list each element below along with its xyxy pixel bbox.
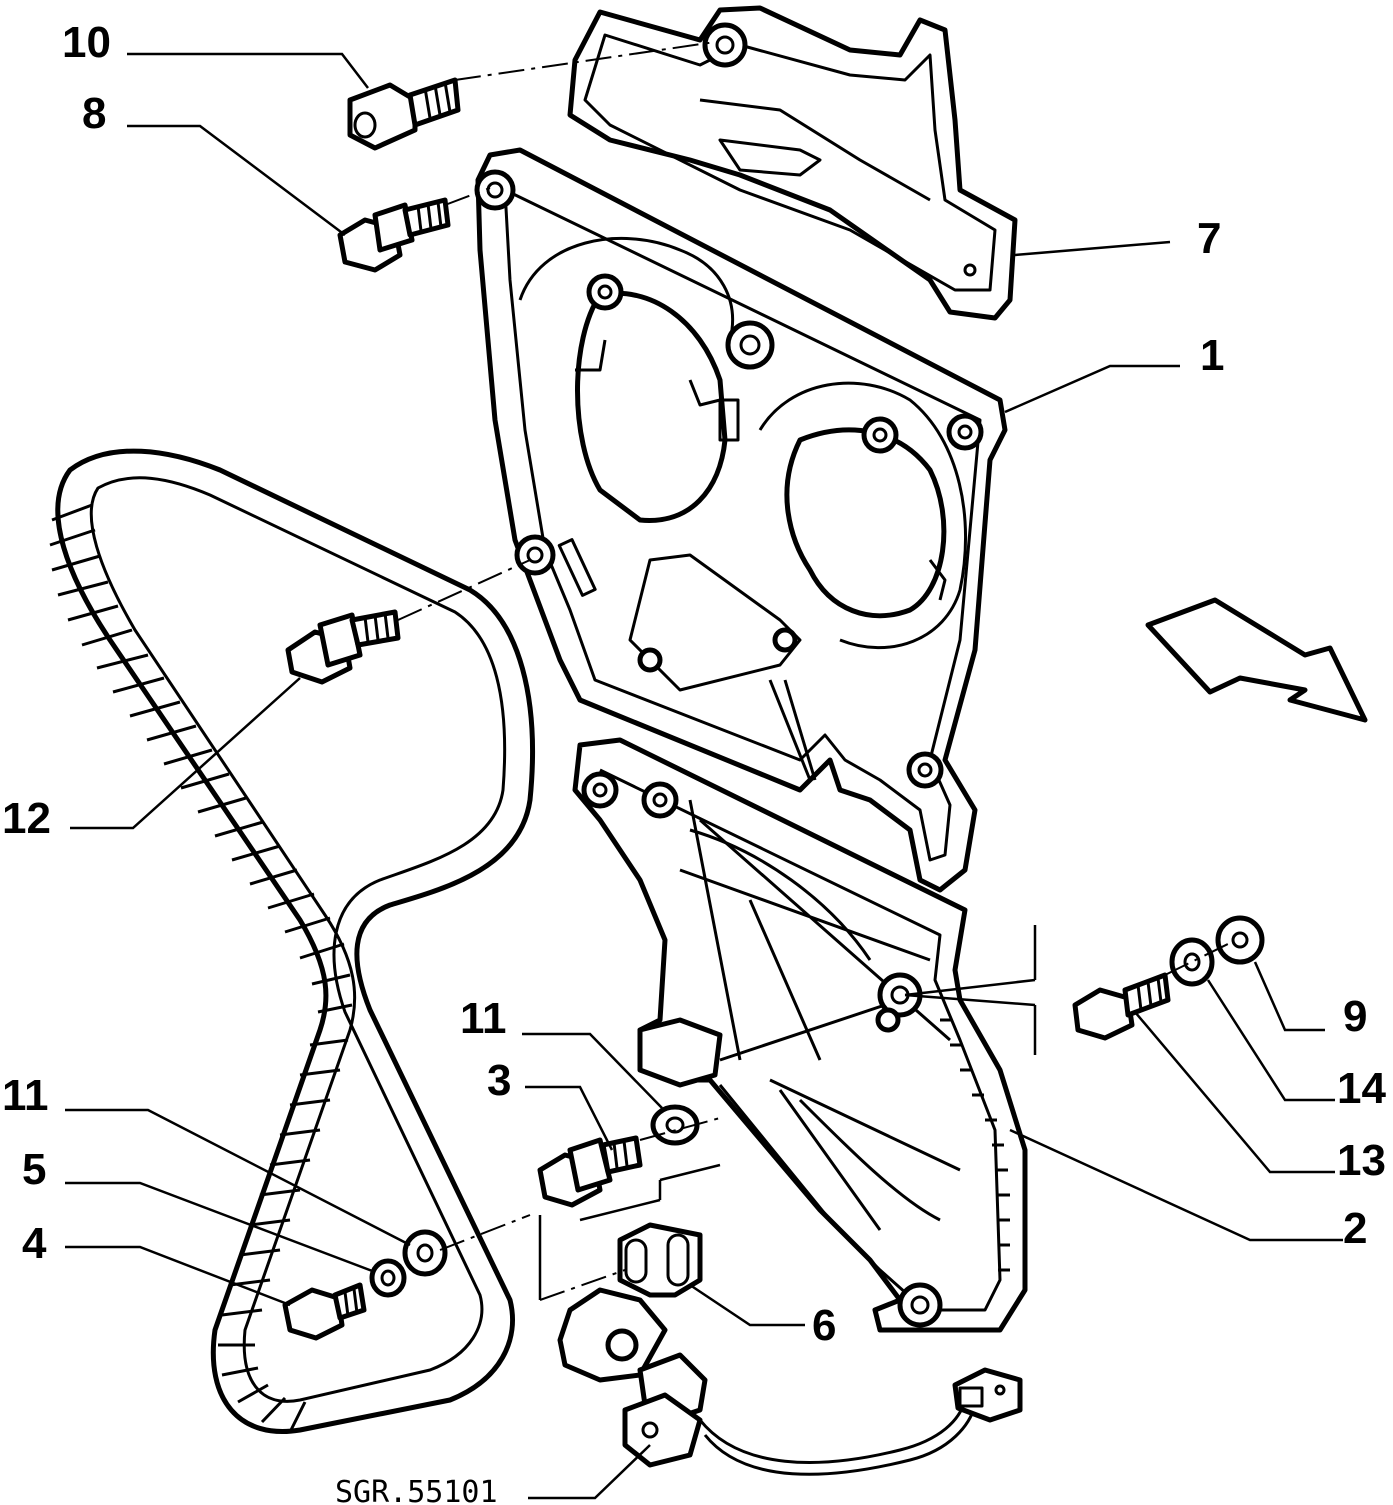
callout-9: 9 [1343,992,1367,1041]
belt-teeth [49,503,353,1433]
callout-10: 10 [62,18,111,67]
bolt-part-13 [1072,972,1171,1041]
callout-11-upper: 11 [460,994,507,1043]
washer-part-5 [369,1258,407,1298]
callout-14: 14 [1337,1064,1386,1113]
upper-cover-part-7 [567,5,1018,321]
drawing-code: SGR.55101 [335,1475,498,1505]
washer-part-9 [1215,915,1265,965]
callout-11-lower: 11 [2,1071,49,1120]
leader-lines [65,52,1343,1500]
callout-4: 4 [22,1219,47,1268]
callout-8: 8 [82,89,106,138]
callout-labels: 10 8 7 1 12 11 3 11 5 4 6 2 9 14 13 SGR.… [2,18,1386,1505]
callout-7: 7 [1197,214,1221,263]
washer-part-14 [1169,937,1215,987]
sensor-part-6 [557,1222,1023,1476]
callout-3: 3 [487,1056,511,1105]
callout-6: 6 [812,1301,836,1350]
bolt-part-4 [282,1282,367,1341]
bolt-part-8 [337,197,451,273]
washer-part-11-upper [650,1104,700,1146]
stud-part-10 [347,77,461,151]
callout-1: 1 [1200,331,1224,380]
callout-2: 2 [1343,1204,1367,1253]
bolt-part-12 [285,609,401,685]
callout-5: 5 [22,1145,46,1194]
washer-part-11-lower [402,1229,448,1277]
assembly-lines [397,41,1233,1301]
callout-12: 12 [2,794,51,843]
bolt-part-3 [537,1135,643,1208]
direction-arrow-icon [1145,597,1368,723]
main-cover-part-1 [474,147,1008,893]
lower-cover-part-2 [572,737,1028,1333]
timing-belt [49,448,535,1434]
callout-13: 13 [1337,1136,1386,1185]
